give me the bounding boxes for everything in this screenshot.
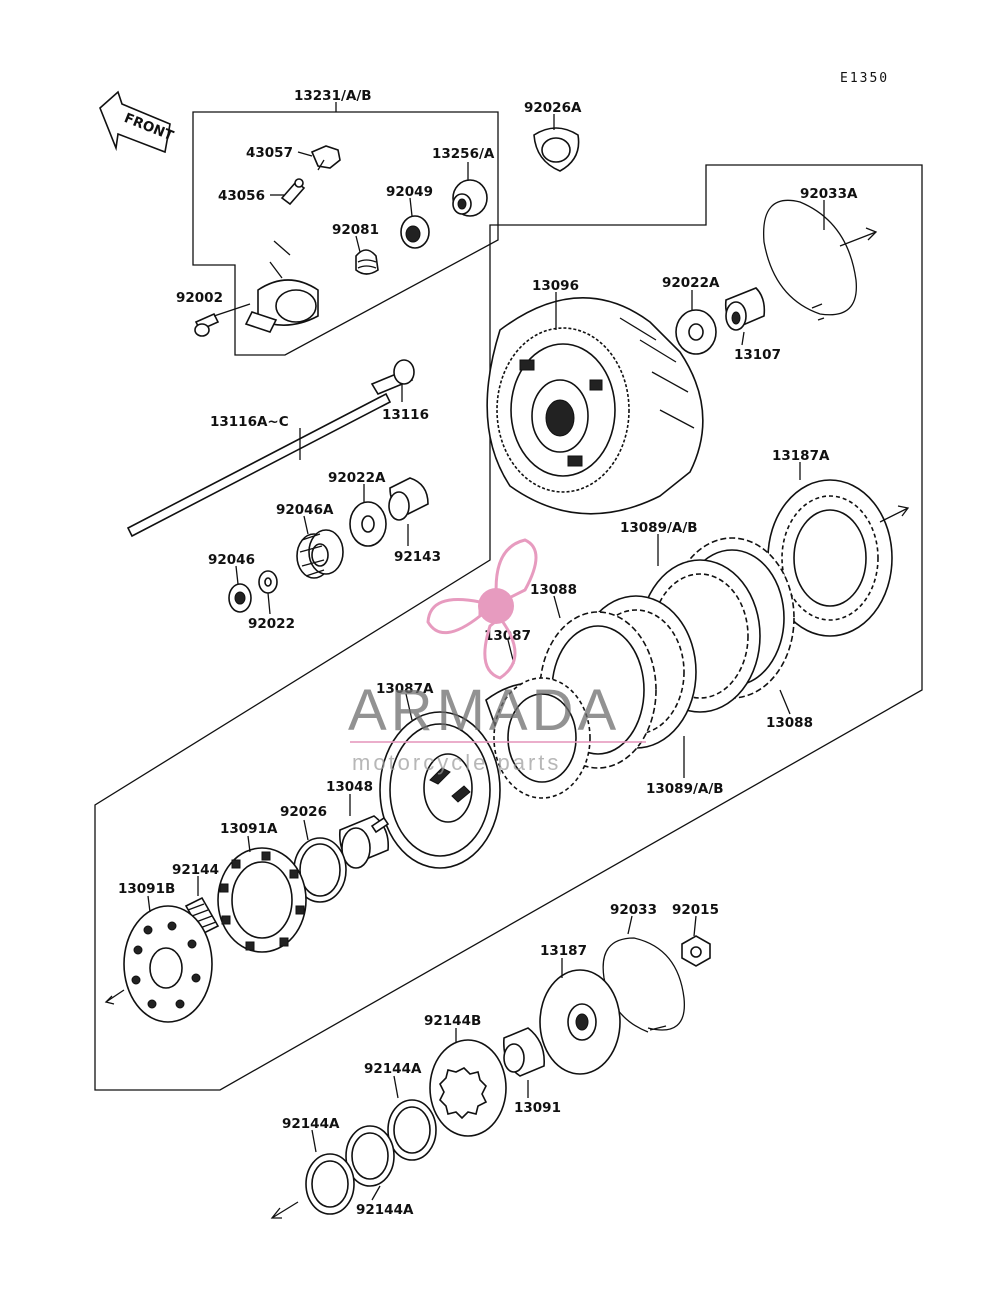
part-92002 [194, 303, 251, 337]
part-92026A [533, 127, 580, 172]
label-13187: 13187 [540, 943, 587, 959]
label-43056: 43056 [218, 188, 265, 204]
label-13116A: 13116A~C [210, 414, 289, 430]
part-13116 [370, 359, 415, 396]
part-92144B-plate [429, 1039, 507, 1137]
part-92081 [355, 249, 379, 275]
label-13231: 13231/A/B [294, 88, 372, 104]
diagram-code: E1350 [840, 71, 889, 86]
label-92144A-1: 92144A [364, 1061, 422, 1077]
label-92081: 92081 [332, 222, 379, 238]
part-92015-nut [681, 935, 711, 967]
leader-lines [147, 102, 825, 1201]
watermark-tagline: motorcycle parts [352, 750, 561, 775]
label-13096: 13096 [532, 278, 579, 294]
label-92033: 92033 [610, 902, 657, 918]
label-13256: 13256/A [432, 146, 495, 162]
label-13048: 13048 [326, 779, 373, 795]
label-92022A-top: 92022A [662, 275, 720, 291]
axis-arrow-bottom-icon [270, 1201, 299, 1219]
part-92022 [258, 570, 278, 594]
subassembly-box [192, 111, 499, 356]
part-13048-bearing-holder [338, 815, 390, 869]
axis-arrow-top-icon [839, 227, 878, 247]
part-92033A-circlip [763, 199, 857, 321]
part-actuator-body [244, 240, 319, 333]
label-13088-top: 13088 [530, 582, 577, 598]
label-13087: 13087 [484, 628, 531, 644]
label-13091B: 13091B [118, 881, 175, 897]
label-92015: 92015 [672, 902, 719, 918]
label-92046A: 92046A [276, 502, 334, 518]
label-92144A-3: 92144A [356, 1202, 414, 1218]
watermark-brand: ARMADA [348, 678, 620, 743]
label-13087A: 13087A [376, 681, 434, 697]
label-92022: 92022 [248, 616, 295, 632]
clutch-assembly-box [94, 164, 923, 1091]
label-92026: 92026 [280, 804, 327, 820]
axis-arrow-left-icon [104, 989, 125, 1005]
part-43056 [280, 178, 306, 206]
part-43057 [310, 145, 341, 171]
part-13096-clutch-housing [486, 297, 704, 515]
part-92046A [296, 529, 344, 579]
part-13187A-pressure-plate [767, 479, 893, 637]
label-13091A: 13091A [220, 821, 278, 837]
label-92143: 92143 [394, 549, 441, 565]
part-13091-sleeve [503, 1027, 545, 1077]
part-92046 [228, 583, 252, 613]
label-92144B: 92144B [424, 1013, 481, 1029]
front-arrow-icon: FRONT [99, 90, 176, 154]
part-13107 [724, 287, 766, 331]
part-13091A-spring-plate [217, 847, 307, 953]
label-13088-right: 13088 [766, 715, 813, 731]
label-13089-bottom: 13089/A/B [646, 781, 724, 797]
label-13091: 13091 [514, 1100, 561, 1116]
label-92022A-mid: 92022A [328, 470, 386, 486]
part-13087-clutch-hub [485, 677, 591, 799]
label-43057: 43057 [246, 145, 293, 161]
part-92144A-washer-2 [345, 1125, 395, 1187]
label-13089-top: 13089/A/B [620, 520, 698, 536]
part-13256 [452, 179, 488, 217]
label-92033A: 92033A [800, 186, 858, 202]
watermark: ARMADA motorcycle parts [348, 538, 646, 775]
part-13187-pressure-plate [539, 969, 621, 1075]
part-92144A-washer-1 [387, 1099, 437, 1161]
label-92026A: 92026A [524, 100, 582, 116]
axis-arrow-right-icon [879, 505, 910, 523]
label-92002: 92002 [176, 290, 223, 306]
label-92046: 92046 [208, 552, 255, 568]
part-92022A-mid [349, 501, 387, 547]
label-13116: 13116 [382, 407, 429, 423]
part-92144A-washer-3 [305, 1153, 355, 1215]
part-92022A-top [675, 309, 717, 355]
part-13091B-plate [123, 905, 213, 1023]
part-92143 [388, 477, 429, 521]
label-13107: 13107 [734, 347, 781, 363]
label-92049: 92049 [386, 184, 433, 200]
propeller-logo-icon [426, 538, 538, 680]
label-92144A-2: 92144A [282, 1116, 340, 1132]
part-92049 [400, 215, 430, 249]
part-13087A-hub-plate [379, 711, 501, 869]
label-92144: 92144 [172, 862, 219, 878]
label-13187A: 13187A [772, 448, 830, 464]
